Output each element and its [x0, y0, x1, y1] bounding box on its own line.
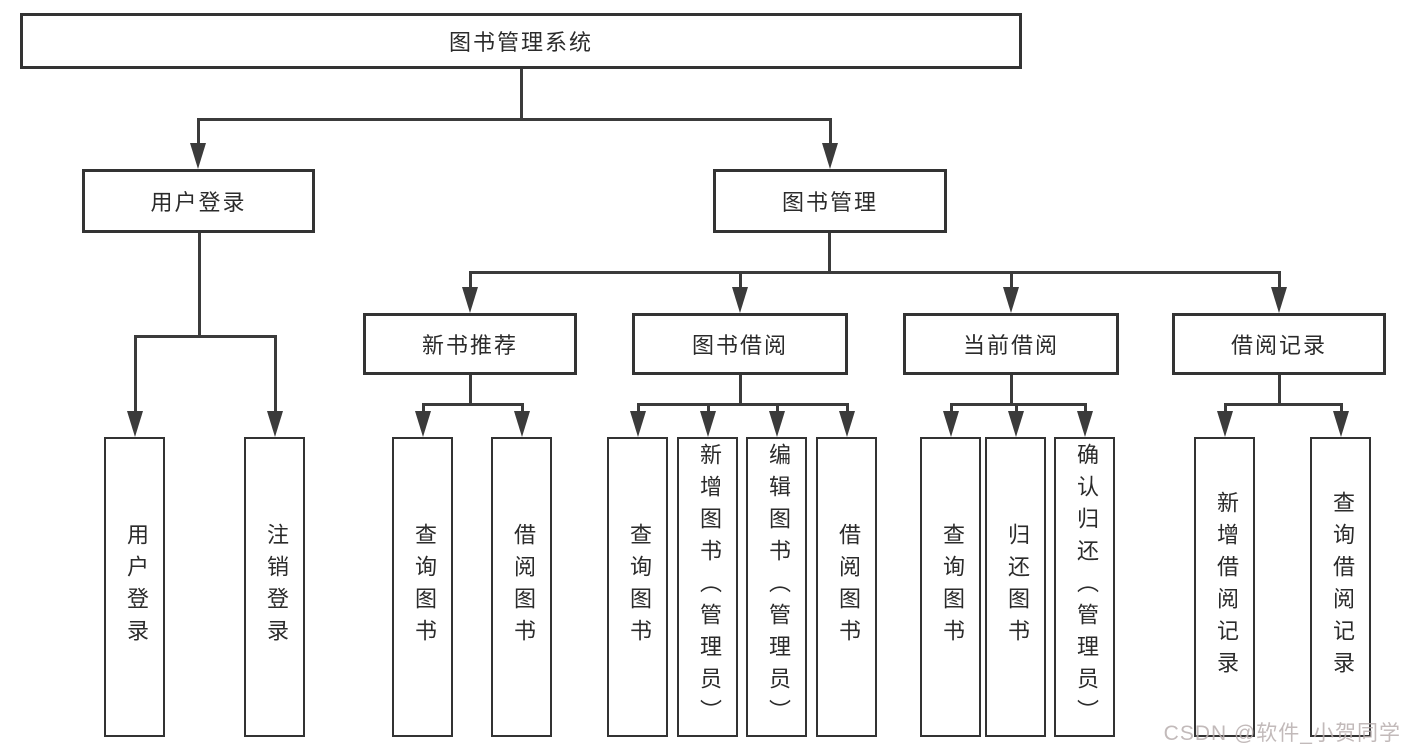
leaf-edit-books-admin: 编辑图书（管理员）	[746, 437, 807, 737]
connector-line	[1009, 271, 1013, 289]
leaf-query-books-recommend: 查询图书	[392, 437, 453, 737]
connector-line	[738, 271, 742, 289]
arrow-down-icon	[630, 411, 646, 437]
connector-line	[775, 403, 779, 413]
connector-line	[273, 335, 277, 413]
connector-line	[1223, 403, 1343, 406]
arrow-down-icon	[514, 411, 530, 437]
leaf-return-books: 归还图书	[985, 437, 1046, 737]
connector-line	[196, 118, 200, 146]
node-book-borrowing: 图书借阅	[632, 313, 848, 375]
connector-line	[949, 403, 953, 413]
connector-line	[421, 403, 524, 406]
connector-line	[421, 403, 425, 413]
connector-line	[133, 335, 277, 338]
connector-line	[845, 403, 849, 413]
arrow-down-icon	[732, 287, 748, 313]
connector-line	[197, 233, 201, 335]
arrow-down-icon	[1008, 411, 1024, 437]
node-user-login: 用户登录	[82, 169, 315, 233]
connector-line	[1277, 375, 1281, 405]
arrow-down-icon	[267, 411, 283, 437]
leaf-logout: 注销登录	[244, 437, 305, 737]
arrow-down-icon	[769, 411, 785, 437]
node-current-borrowing: 当前借阅	[903, 313, 1119, 375]
node-new-book-recommendation: 新书推荐	[363, 313, 577, 375]
connector-line	[1223, 403, 1227, 413]
leaf-query-books-current: 查询图书	[920, 437, 981, 737]
leaf-add-borrow-record: 新增借阅记录	[1194, 437, 1255, 737]
node-book-management: 图书管理	[713, 169, 947, 233]
leaf-add-books-admin: 新增图书（管理员）	[677, 437, 738, 737]
connector-line	[468, 375, 472, 405]
connector-line	[828, 118, 832, 146]
arrow-down-icon	[1217, 411, 1233, 437]
arrow-down-icon	[822, 143, 838, 169]
connector-line	[468, 271, 472, 289]
connector-line	[1277, 271, 1281, 289]
connector-line	[520, 403, 524, 413]
connector-line	[636, 403, 849, 406]
connector-line	[1009, 375, 1013, 405]
connector-line	[133, 335, 137, 413]
connector-line	[196, 118, 832, 121]
node-borrowing-records: 借阅记录	[1172, 313, 1386, 375]
arrow-down-icon	[1333, 411, 1349, 437]
connector-line	[468, 271, 1281, 274]
arrow-down-icon	[415, 411, 431, 437]
leaf-borrow-books: 借阅图书	[816, 437, 877, 737]
node-library-system: 图书管理系统	[20, 13, 1022, 69]
arrow-down-icon	[839, 411, 855, 437]
leaf-query-books-borrow: 查询图书	[607, 437, 668, 737]
connector-line	[1083, 403, 1087, 413]
connector-line	[1339, 403, 1343, 413]
arrow-down-icon	[127, 411, 143, 437]
leaf-query-borrow-record: 查询借阅记录	[1310, 437, 1371, 737]
connector-line	[827, 233, 831, 273]
arrow-down-icon	[943, 411, 959, 437]
connector-line	[738, 375, 742, 405]
connector-line	[706, 403, 710, 413]
connector-line	[1014, 403, 1018, 413]
csdn-watermark: CSDN @软件_小贺同学	[1163, 722, 1401, 745]
arrow-down-icon	[700, 411, 716, 437]
arrow-down-icon	[462, 287, 478, 313]
connector-line	[949, 403, 1087, 406]
leaf-confirm-return-admin: 确认归还（管理员）	[1054, 437, 1115, 737]
arrow-down-icon	[1271, 287, 1287, 313]
connector-line	[519, 69, 523, 118]
leaf-borrow-books-recommend: 借阅图书	[491, 437, 552, 737]
arrow-down-icon	[190, 143, 206, 169]
arrow-down-icon	[1003, 287, 1019, 313]
leaf-user-login: 用户登录	[104, 437, 165, 737]
arrow-down-icon	[1077, 411, 1093, 437]
connector-line	[636, 403, 640, 413]
